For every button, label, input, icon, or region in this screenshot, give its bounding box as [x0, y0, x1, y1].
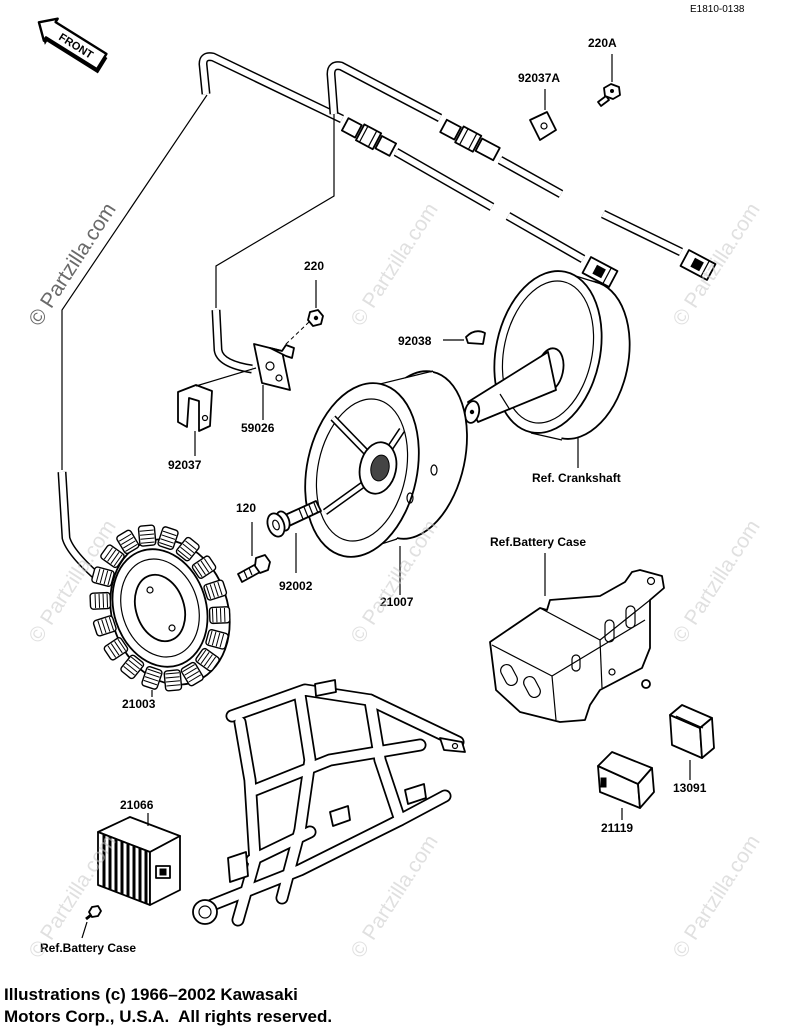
bolt-220A: [597, 83, 621, 107]
stator-coil: [103, 637, 129, 661]
stator-coil: [157, 526, 179, 551]
stator-coil: [175, 536, 200, 562]
watermark: © Partzilla.com: [346, 831, 442, 962]
harness-connector: [340, 117, 398, 157]
bolt-92002: [266, 500, 322, 538]
harness-routing-line: [215, 114, 335, 308]
label-ref-battery-case-lower: Ref.Battery Case: [40, 941, 136, 955]
stator-coil: [91, 566, 115, 588]
stator-coil: [100, 544, 125, 569]
frame: [192, 679, 466, 927]
watermark: © Partzilla.com: [668, 831, 764, 962]
case-bolt: [641, 679, 651, 689]
battery-case: [489, 569, 665, 723]
label-21066: 21066: [120, 798, 154, 812]
assembly-line: [195, 367, 257, 387]
label-ref-crankshaft: Ref. Crankshaft: [532, 471, 621, 485]
label-220A: 220A: [588, 36, 617, 50]
wire-harness: [198, 52, 717, 288]
harness-end-connector: [581, 256, 619, 288]
crankshaft: [463, 270, 631, 445]
label-59026: 59026: [241, 421, 275, 435]
label-92002: 92002: [279, 579, 313, 593]
label-13091: 13091: [673, 781, 707, 795]
label-220: 220: [304, 259, 324, 273]
stator-coils: [89, 524, 231, 692]
harness-routing-line: [61, 94, 208, 470]
label-21119: 21119: [601, 821, 633, 835]
stator-coil: [120, 654, 145, 680]
label-92037A: 92037A: [518, 71, 560, 85]
watermark: © Partzilla.com: [668, 516, 764, 647]
part-13091: [669, 704, 715, 759]
stator-coil: [205, 628, 229, 650]
diagram-code: E1810-0138: [690, 4, 745, 15]
key-92038: [465, 330, 486, 345]
bracket-59026: [253, 343, 295, 391]
copyright-line-2: Motors Corp., U.S.A. All rights reserved…: [4, 1007, 332, 1026]
bolt-120: [237, 554, 271, 583]
front-arrow-icon: FRONT: [37, 17, 108, 74]
regulator-bolt: [85, 905, 102, 921]
harness-connector: [439, 118, 501, 162]
clamp-92037: [177, 384, 213, 432]
part-21119: [597, 751, 655, 809]
label-92038: 92038: [398, 334, 432, 348]
copyright-line-1: Illustrations (c) 1966–2002 Kawasaki: [4, 985, 298, 1004]
watermark: © Partzilla.com: [346, 199, 442, 330]
stator-coil: [191, 555, 217, 579]
assembly-line: [283, 321, 310, 347]
harness-end-connector: [679, 249, 717, 281]
label-21003: 21003: [122, 697, 156, 711]
stator-coil: [163, 669, 183, 692]
flywheel-rotor-21007: [304, 370, 468, 558]
label-21007: 21007: [380, 595, 414, 609]
label-120: 120: [236, 501, 256, 515]
stator-coil: [116, 529, 140, 555]
label-92037: 92037: [168, 458, 202, 472]
stator-coil: [180, 661, 204, 687]
stator-coil: [141, 665, 163, 690]
stator-coil: [137, 524, 157, 547]
stator-coil: [92, 615, 117, 637]
leader-line: [81, 921, 88, 939]
regulator-rectifier-21066: [97, 816, 181, 906]
stator-coil: [89, 591, 112, 610]
stator-coil: [203, 579, 228, 601]
label-ref-battery-case-upper: Ref.Battery Case: [490, 535, 586, 549]
stator-coil: [208, 606, 231, 625]
watermark: © Partzilla.com: [24, 199, 120, 330]
stator-coil: [195, 647, 220, 672]
stator-21003: [89, 524, 231, 692]
bracket-lead-wire: [211, 309, 253, 374]
bolt-220: [307, 309, 324, 327]
plate-92037A: [529, 111, 557, 141]
